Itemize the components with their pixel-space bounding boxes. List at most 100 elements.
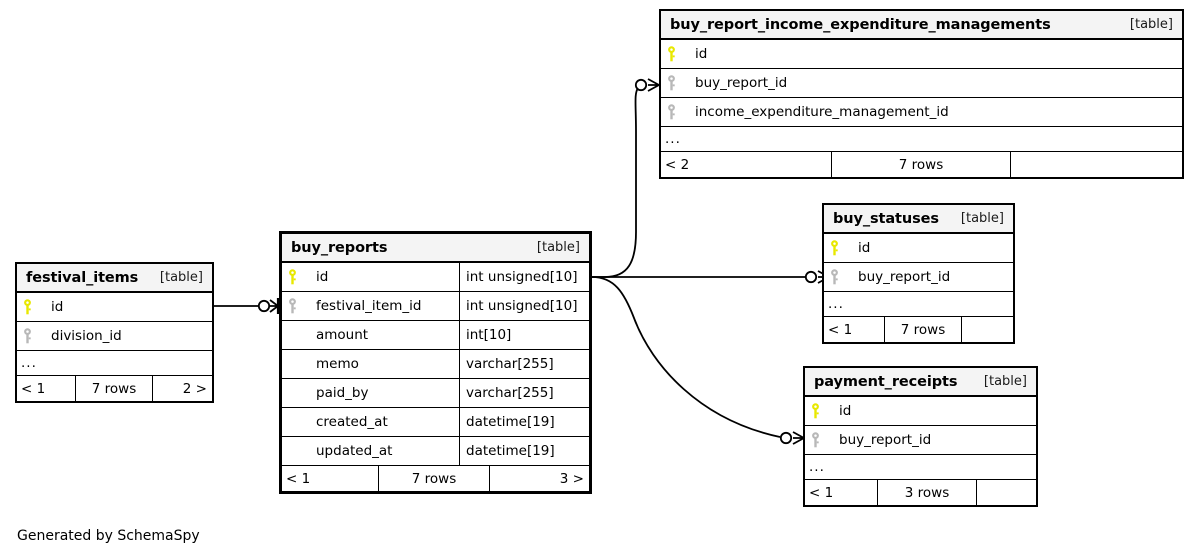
table-type-tag: [table]	[960, 211, 1004, 226]
footer-parents-count[interactable]: < 1	[809, 484, 834, 501]
column-cell: buy_report_id	[824, 263, 1013, 291]
column-type: datetime[19]	[459, 437, 589, 465]
table-row[interactable]: income_expenditure_management_id	[661, 98, 1182, 127]
footer-children-count[interactable]	[962, 317, 1013, 342]
column-cell: id	[824, 234, 1013, 262]
table-footer: < 1 7 rows 2 >	[17, 376, 212, 401]
table-type-tag: [table]	[159, 270, 203, 285]
footer-children-count[interactable]: 3 >	[559, 470, 584, 487]
footer-row-count: 7 rows	[831, 152, 1011, 177]
table-row[interactable]: buy_report_id	[824, 263, 1013, 292]
column-type: int unsigned[10]	[459, 263, 589, 291]
column-name: buy_report_id	[839, 432, 932, 448]
column-name: updated_at	[316, 443, 393, 459]
table-row[interactable]: buy_report_id	[805, 426, 1036, 455]
column-cell: amount	[282, 321, 459, 349]
table-footer: < 1 7 rows	[824, 317, 1013, 342]
table-row[interactable]: id	[17, 293, 212, 322]
table-row[interactable]: updated_at datetime[19]	[282, 437, 589, 466]
footer-parents-count[interactable]: < 1	[21, 380, 46, 397]
column-type: datetime[19]	[459, 408, 589, 436]
column-name: income_expenditure_management_id	[695, 104, 949, 120]
table-footer: < 1 7 rows 3 >	[282, 466, 589, 491]
column-name: paid_by	[316, 385, 369, 401]
column-cell: buy_report_id	[661, 69, 1182, 97]
table-row[interactable]: buy_report_id	[661, 69, 1182, 98]
column-name: buy_report_id	[858, 269, 951, 285]
table-title: buy_reports	[291, 239, 388, 256]
table-header: buy_report_income_expenditure_management…	[661, 11, 1182, 40]
footer-children-count[interactable]	[977, 480, 1036, 505]
column-cell: id	[661, 40, 1182, 68]
foreign-key-icon	[811, 431, 832, 449]
column-name: memo	[316, 356, 359, 372]
column-name: amount	[316, 327, 369, 343]
table-buy-reports[interactable]: buy_reports [table] id int unsigned[10]	[279, 231, 592, 494]
foreign-key-icon	[288, 297, 309, 315]
table-payment-receipts[interactable]: payment_receipts [table] id	[803, 366, 1038, 507]
footer-row-count: 7 rows	[378, 466, 490, 491]
more-columns-indicator: ...	[17, 351, 212, 376]
table-row[interactable]: id int unsigned[10]	[282, 263, 589, 292]
table-buy-report-income-expenditure-managements[interactable]: buy_report_income_expenditure_management…	[659, 9, 1184, 179]
table-row[interactable]: id	[805, 397, 1036, 426]
foreign-key-icon	[667, 103, 688, 121]
table-row[interactable]: division_id	[17, 322, 212, 351]
column-name: festival_item_id	[316, 298, 422, 314]
more-columns-indicator: ...	[661, 127, 1182, 152]
table-footer: < 1 3 rows	[805, 480, 1036, 505]
column-cell: id	[17, 293, 212, 321]
column-name: id	[316, 269, 329, 285]
column-cell: id	[805, 397, 1036, 425]
column-cell: festival_item_id	[282, 292, 459, 320]
column-type: int[10]	[459, 321, 589, 349]
column-name: id	[839, 403, 852, 419]
table-row[interactable]: memo varchar[255]	[282, 350, 589, 379]
table-row[interactable]: id	[661, 40, 1182, 69]
table-row[interactable]: created_at datetime[19]	[282, 408, 589, 437]
table-buy-statuses[interactable]: buy_statuses [table] id	[822, 203, 1015, 344]
column-cell: memo	[282, 350, 459, 378]
primary-key-icon	[667, 45, 688, 63]
table-title: buy_report_income_expenditure_management…	[670, 16, 1051, 33]
column-cell: income_expenditure_management_id	[661, 98, 1182, 126]
column-cell: updated_at	[282, 437, 459, 465]
table-header: buy_reports [table]	[282, 234, 589, 263]
table-festival-items[interactable]: festival_items [table] id	[15, 262, 214, 403]
foreign-key-icon	[667, 74, 688, 92]
table-row[interactable]: amount int[10]	[282, 321, 589, 350]
table-footer: < 2 7 rows	[661, 152, 1182, 177]
footer-parents-count[interactable]: < 2	[665, 156, 690, 173]
table-header: payment_receipts [table]	[805, 368, 1036, 397]
table-row[interactable]: festival_item_id int unsigned[10]	[282, 292, 589, 321]
footer-children-count[interactable]	[1011, 152, 1182, 177]
column-cell: division_id	[17, 322, 212, 350]
column-cell: created_at	[282, 408, 459, 436]
primary-key-icon	[811, 402, 832, 420]
primary-key-icon	[288, 268, 309, 286]
footer-row-count: 7 rows	[75, 376, 153, 401]
footer-parents-count[interactable]: < 1	[828, 321, 853, 338]
more-columns-indicator: ...	[805, 455, 1036, 480]
table-type-tag: [table]	[1129, 17, 1173, 32]
foreign-key-icon	[830, 268, 851, 286]
relationship-line-buy-reports-income-expenditure	[592, 87, 639, 278]
table-row[interactable]: paid_by varchar[255]	[282, 379, 589, 408]
column-name: id	[858, 240, 871, 256]
column-type: varchar[255]	[459, 379, 589, 407]
column-name: id	[695, 46, 708, 62]
footer-children-count[interactable]: 2 >	[182, 380, 207, 397]
more-columns-indicator: ...	[824, 292, 1013, 317]
table-title: festival_items	[26, 269, 139, 286]
footer-parents-count[interactable]: < 1	[286, 470, 311, 487]
column-name: buy_report_id	[695, 75, 788, 91]
table-type-tag: [table]	[536, 240, 580, 255]
column-type: int unsigned[10]	[459, 292, 589, 320]
column-name: created_at	[316, 414, 388, 430]
table-title: buy_statuses	[833, 210, 939, 227]
table-row[interactable]: id	[824, 234, 1013, 263]
column-cell: paid_by	[282, 379, 459, 407]
relationship-line-buy-reports-payment-receipts	[591, 276, 781, 438]
column-type: varchar[255]	[459, 350, 589, 378]
column-cell: id	[282, 263, 459, 291]
